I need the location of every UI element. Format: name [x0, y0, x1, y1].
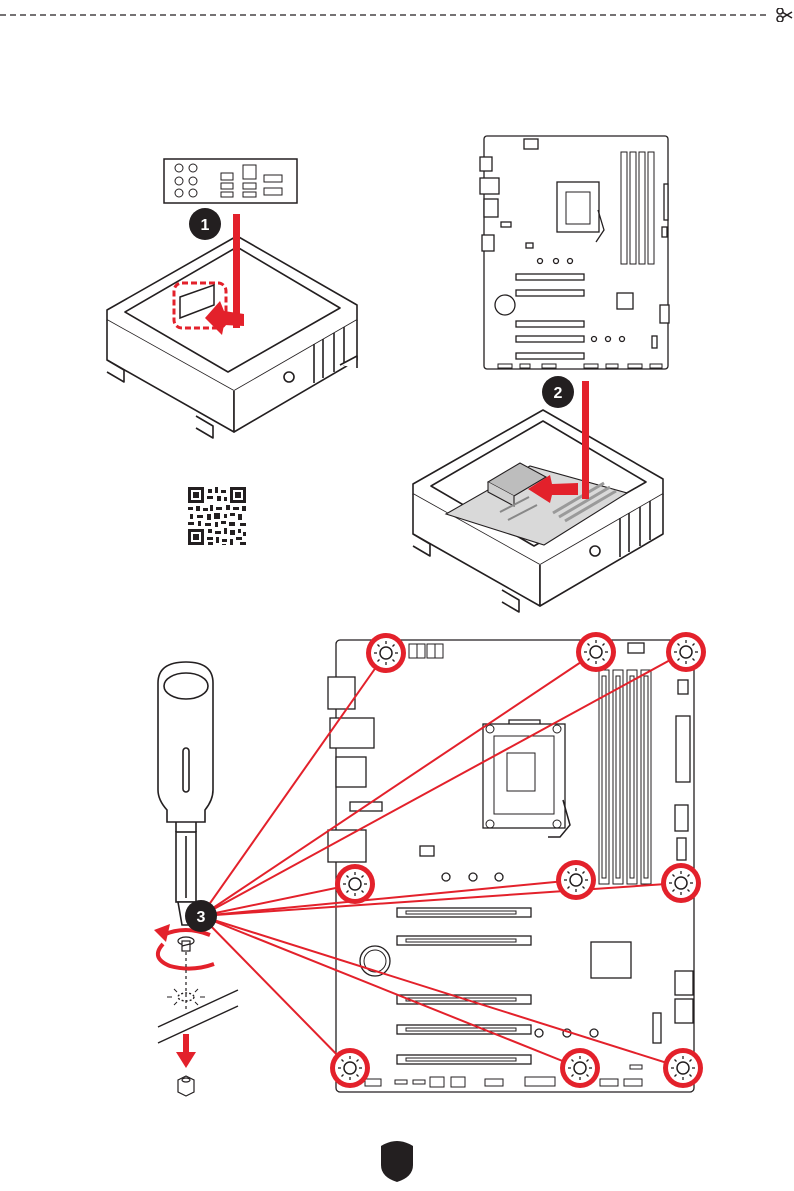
svg-text:1: 1 [201, 217, 210, 234]
step-badge-3: 3 [185, 900, 217, 932]
standoff-marker [335, 864, 375, 904]
svg-text:2: 2 [554, 385, 563, 402]
screwdriver-icon [158, 662, 213, 925]
standoff-marker [560, 1048, 600, 1088]
standoff-marker [663, 1048, 703, 1088]
svg-text:3: 3 [197, 909, 206, 926]
screw-icon [178, 937, 194, 951]
standoff-marker [576, 632, 616, 672]
standoff-marker [366, 633, 406, 673]
brand-shield-logo-icon [381, 1141, 413, 1182]
standoff-marker [666, 632, 706, 672]
standoff-part-icon [178, 1076, 194, 1096]
motherboard-top-view [480, 136, 669, 369]
case-panel [158, 989, 238, 1043]
io-shield-plate [164, 159, 297, 203]
standoff-marker [661, 863, 701, 903]
standoff-marker [556, 860, 596, 900]
qr-code-icon [188, 487, 246, 545]
standoff-marker [330, 1048, 370, 1088]
step-badge-1: 1 [189, 208, 221, 240]
step-badge-2: 2 [542, 376, 574, 408]
pc-case-step1 [107, 236, 357, 438]
